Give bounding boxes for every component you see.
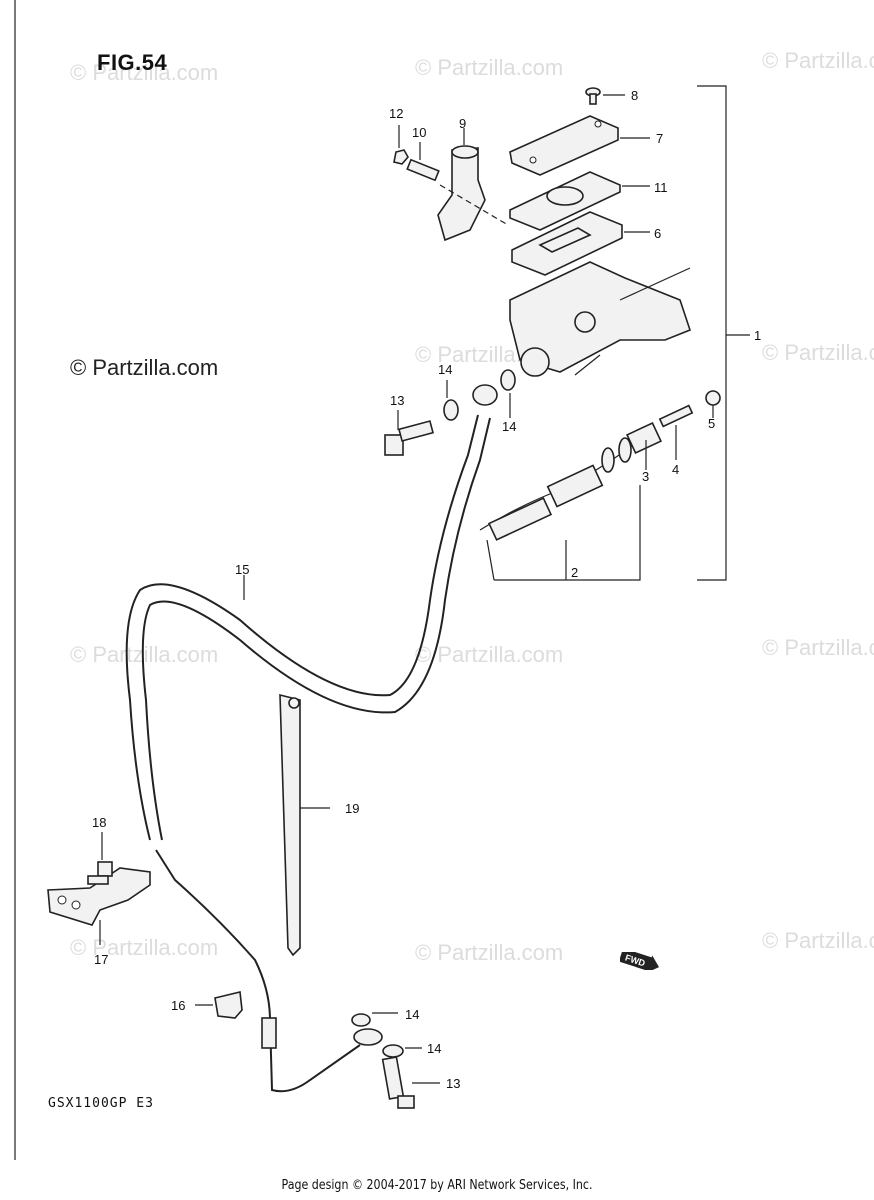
callout-7: 7 [656,131,663,146]
lower-fittings [351,1012,440,1109]
nut-12 [393,125,409,165]
reservoir-cap-7 [509,115,650,176]
master-cylinder-body [509,261,691,377]
callout-12: 12 [389,106,403,121]
callout-3: 3 [642,469,649,484]
diaphragm-6 [511,211,650,276]
watermark: © Partzilla.com [762,635,874,660]
clamp-9 [437,128,486,242]
callout-6: 6 [654,226,661,241]
callout-18: 18 [92,815,106,830]
watermark: © Partzilla.com [762,48,874,73]
callout-8: 8 [631,88,638,103]
fwd-arrow-icon: FWD [620,952,660,970]
assembly-bracket [697,85,750,581]
figure-title: FIG.54 [97,50,168,75]
watermark: © Partzilla.com [415,940,563,965]
callout-14: 14 [438,362,452,377]
watermark: © Partzilla.com [70,935,218,960]
callout-1: 1 [754,328,761,343]
callout-19: 19 [345,801,359,816]
callout-numbers: 8 7 11 6 1 12 10 9 14 14 13 3 4 5 2 15 1… [92,88,761,1091]
callout-10: 10 [412,125,426,140]
washer-14 [443,369,516,421]
callout-4: 4 [672,462,679,477]
plate-11 [509,171,650,231]
page-footer: Page design © 2004-2017 by ARI Network S… [281,1178,593,1193]
callout-11: 11 [654,180,668,195]
piston-assembly [479,390,721,581]
callout-14: 14 [502,419,516,434]
callout-14: 14 [427,1041,441,1056]
grommet-16 [195,991,243,1019]
watermark: © Partzilla.com [762,928,874,953]
metal-brake-line [155,849,383,1093]
watermark: © Partzilla.com [415,55,563,80]
union-bolt-13 [384,410,434,456]
copyright-notice: © Partzilla.com [70,355,219,380]
callout-5: 5 [708,416,715,431]
callout-9: 9 [459,116,466,131]
callout-13: 13 [446,1076,460,1091]
callout-15: 15 [235,562,249,577]
callout-14: 14 [405,1007,419,1022]
watermark: © Partzilla.com [415,642,563,667]
clutch-hose-15 [125,384,498,841]
callout-2: 2 [571,565,578,580]
model-code: GSX1100GP E3 [48,1096,154,1111]
bolt-10 [406,142,509,226]
callout-13: 13 [390,393,404,408]
callout-16: 16 [171,998,185,1013]
bolt-18 [87,832,113,885]
watermark: © Partzilla.com [70,642,218,667]
screw-8 [585,87,625,105]
cable-tie-19 [279,693,330,957]
callout-17: 17 [94,952,108,967]
watermark: © Partzilla.com [70,60,218,85]
watermark: © Partzilla.com [762,340,874,365]
